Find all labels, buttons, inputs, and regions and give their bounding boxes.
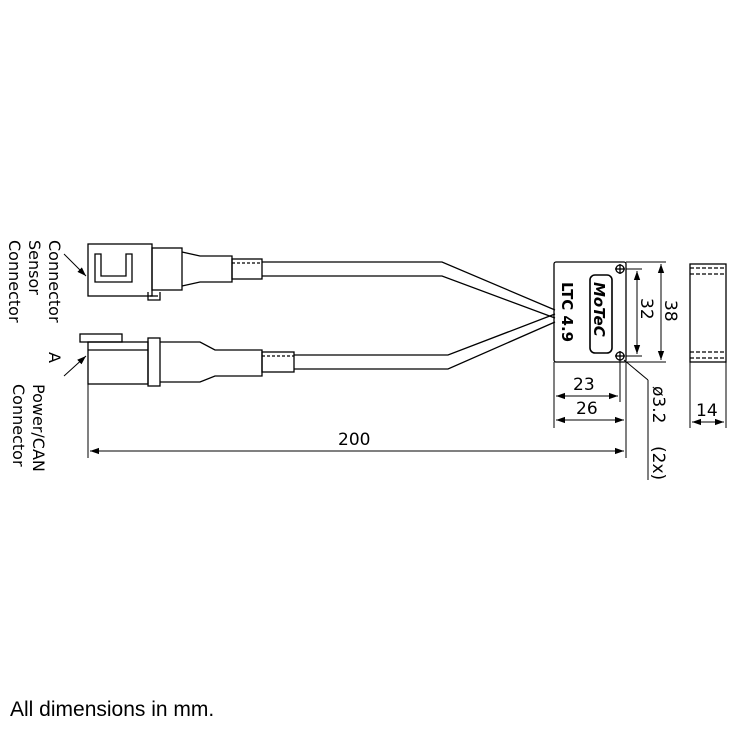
units-note: All dimensions in mm. [10,698,215,721]
dimension-lines [63,253,727,480]
device-brand: MoTeC [590,282,608,337]
power-can-connector [79,333,295,387]
dim-hole-count: (2x) [648,446,668,480]
ltc-side-view [689,263,727,363]
label-power-line2: Power/CAN [29,384,48,472]
ltc-body [553,261,627,363]
device-model: LTC 4.9 [558,282,576,342]
label-sensor-line3: Connector [5,240,24,323]
dim-body-width-outer: 26 [576,399,598,419]
dim-height-outer: 38 [660,300,680,322]
dim-overall-length: 200 [338,430,370,450]
label-sensor-line2: Sensor [25,240,44,295]
cables [262,261,556,370]
sensor-connector [87,243,263,301]
label-power-line1: A [45,352,64,363]
label-power-line3: Connector [9,384,28,467]
label-sensor-line1: Connector [45,240,64,323]
dim-body-width-inner: 23 [573,375,595,395]
dim-depth: 14 [696,401,718,421]
dim-height-inner: 32 [636,298,656,320]
dim-hole-diameter: ø3.2 [648,386,668,423]
